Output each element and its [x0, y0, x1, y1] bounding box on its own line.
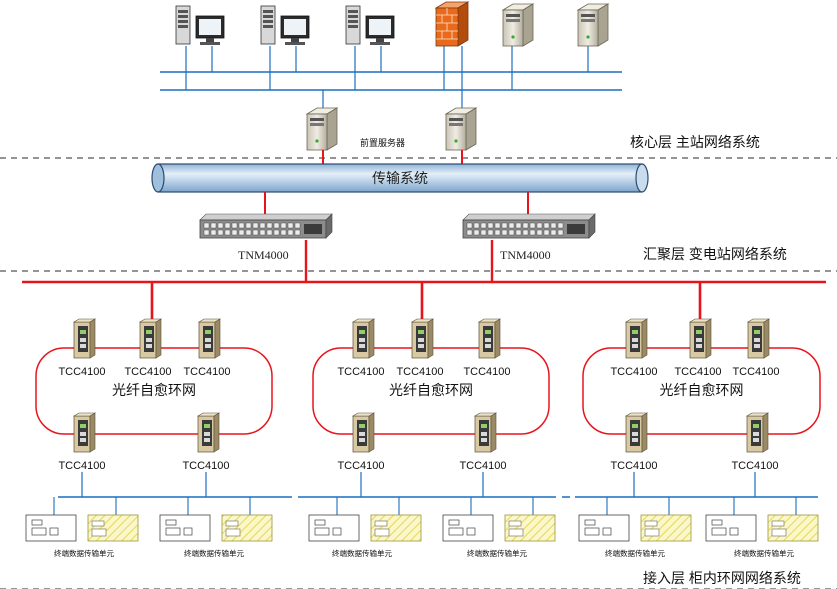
- tcc4100-switch: [72, 318, 97, 359]
- workstation-group: [175, 5, 395, 45]
- front-server-label: 前置服务器: [360, 137, 405, 148]
- core-drop-lines: [185, 46, 589, 112]
- terminal-unit: [705, 514, 757, 542]
- tcc4100-switch: [473, 412, 498, 453]
- tcc4100-label: TCC4100: [58, 366, 105, 378]
- tcc4100-switch: [746, 318, 771, 359]
- terminal-cabinet-icon: [221, 514, 273, 542]
- server-icon: [501, 3, 535, 47]
- tcc4100-label: TCC4100: [463, 366, 510, 378]
- terminal-cabinet-icon: [767, 514, 819, 542]
- tcc4100-label: TCC4100: [459, 460, 506, 472]
- server-icon: [444, 107, 478, 151]
- ring-label: 光纤自愈环网: [112, 382, 196, 398]
- layer-label-core: 核心层 主站网络系统: [630, 134, 760, 150]
- tcc4100-label: TCC4100: [731, 460, 778, 472]
- server-icon: [305, 107, 339, 151]
- tcc4100-label: TCC4100: [183, 366, 230, 378]
- workstation-icon: [260, 5, 310, 45]
- tnm-label-right: TNM4000: [500, 248, 551, 262]
- tnm-label-left: TNM4000: [238, 248, 289, 262]
- tnm-group: [199, 213, 596, 239]
- tcc4100-switch: [624, 412, 649, 453]
- firewall-icon: [434, 1, 470, 47]
- terminal-label: 终端数据传输单元: [605, 548, 665, 558]
- terminal-cabinet-icon: [504, 514, 556, 542]
- workstation-icon: [345, 5, 395, 45]
- layer-label-aggregation: 汇聚层 变电站网络系统: [643, 246, 787, 262]
- terminal-cabinet-icon: [640, 514, 692, 542]
- tcc4100-switch: [745, 412, 770, 453]
- server-icon: [576, 3, 610, 47]
- ring-label: 光纤自愈环网: [389, 382, 473, 398]
- tcc4100-switch: [477, 318, 502, 359]
- terminal-cabinet-icon: [87, 514, 139, 542]
- terminal-label: 终端数据传输单元: [467, 548, 527, 558]
- tcc4100-label: TCC4100: [337, 460, 384, 472]
- terminal-unit: [25, 514, 77, 542]
- workstation-icon: [175, 5, 225, 45]
- tcc4100-switch: [196, 412, 221, 453]
- tcc4100-switch: [351, 318, 376, 359]
- tcc4100-label: TCC4100: [610, 460, 657, 472]
- tcc4100-label: TCC4100: [732, 366, 779, 378]
- tcc4100-switch: [351, 412, 376, 453]
- tcc4100-label: TCC4100: [674, 366, 721, 378]
- server-group: [305, 3, 610, 151]
- terminal-label: 终端数据传输单元: [734, 548, 794, 558]
- tcc4100-label: TCC4100: [337, 366, 384, 378]
- tcc4100-switch: [410, 318, 435, 359]
- layer-label-access: 接入层 柜内环网网络系统: [643, 570, 801, 586]
- terminal-label: 终端数据传输单元: [54, 548, 114, 558]
- terminal-unit: [442, 514, 494, 542]
- terminal-label: 终端数据传输单元: [332, 548, 392, 558]
- ring-label: 光纤自愈环网: [660, 382, 744, 398]
- tcc4100-switch: [138, 318, 163, 359]
- tcc4100-label: TCC4100: [396, 366, 443, 378]
- tcc4100-label: TCC4100: [182, 460, 229, 472]
- tcc4100-switch: [624, 318, 649, 359]
- terminal-cabinet-icon: [370, 514, 422, 542]
- tcc4100-label: TCC4100: [610, 366, 657, 378]
- terminal-unit: [308, 514, 360, 542]
- terminal-unit: [159, 514, 211, 542]
- transport-pipe: 传输系统: [151, 163, 649, 193]
- tcc4100-label: TCC4100: [58, 460, 105, 472]
- tcc4100-label: TCC4100: [124, 366, 171, 378]
- tcc4100-switch: [688, 318, 713, 359]
- tcc4100-switch: [197, 318, 222, 359]
- terminal-unit: [578, 514, 630, 542]
- tcc4100-switch: [72, 412, 97, 453]
- tnm4000-device: [462, 213, 596, 239]
- transport-label: 传输系统: [372, 171, 428, 187]
- terminal-label: 终端数据传输单元: [184, 548, 244, 558]
- tnm4000-device: [199, 213, 333, 239]
